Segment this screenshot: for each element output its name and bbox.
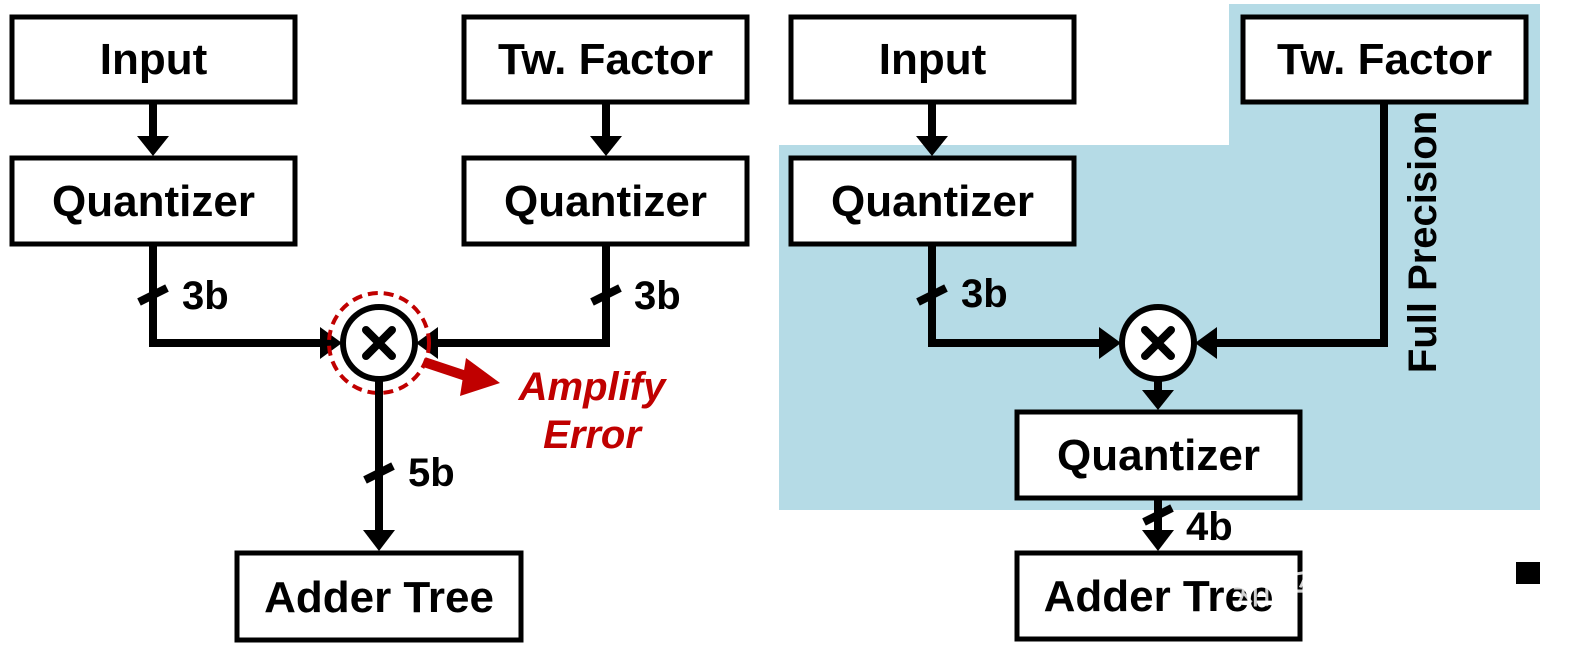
left-input-to-multiplier-wire [149, 244, 322, 347]
right-tw-factor-block: Tw. Factor [1240, 14, 1529, 105]
right-diagram: Input Quantizer Tw. Factor 3b Full Preci… [788, 14, 1529, 642]
left-diagram: Input Quantizer Tw. Factor Quantizer 3b … [9, 14, 750, 643]
right-quantizer-output-label: Quantizer [1057, 431, 1260, 480]
watermark-text: 知乎 @桔里猫 [1232, 568, 1485, 614]
right-adder-tree-label: Adder Tree [1044, 572, 1274, 621]
right-quantizer-input-label: Quantizer [831, 177, 1034, 226]
left-amplify-arrow-head [460, 358, 500, 396]
left-tw-factor-label: Tw. Factor [498, 35, 713, 84]
left-bus-slash-tw [590, 284, 622, 306]
left-multiplier-error-highlight [327, 291, 431, 395]
left-bits-input-label: 3b [182, 274, 229, 318]
left-tw-arrow-head [590, 136, 622, 156]
right-input-to-multiplier-arrow-head [1099, 327, 1121, 359]
right-multiply-icon [1141, 326, 1175, 360]
left-output-arrow-head [363, 530, 395, 551]
right-full-precision-label: Full Precision [1401, 111, 1445, 373]
left-adder-tree-label: Adder Tree [264, 573, 494, 622]
right-input-block: Input [788, 14, 1077, 105]
right-tw-to-multiplier-arrow-head [1195, 327, 1217, 359]
left-multiply-icon [362, 326, 396, 360]
right-adder-tree-block: Adder Tree [1014, 550, 1303, 642]
right-quantizer-output-block: Quantizer [1014, 409, 1303, 501]
shaded-region [779, 4, 1540, 510]
left-input-to-multiplier-arrow-head [320, 327, 342, 359]
left-input-arrow-head [137, 136, 169, 156]
left-adder-tree-block: Adder Tree [234, 550, 524, 643]
left-quantizer-tw-label: Quantizer [504, 177, 707, 226]
right-input-label: Input [879, 35, 987, 84]
right-multiplier-to-quantizer-arrow-head [1142, 390, 1174, 410]
right-bus-slash-output [1142, 504, 1174, 526]
left-amplify-label-line1: Amplify [518, 365, 667, 409]
left-amplify-label-line2: Error [543, 413, 643, 457]
left-tw-to-multiplier-wire [436, 244, 610, 347]
right-bus-slash-input [916, 284, 948, 306]
right-tw-factor-label: Tw. Factor [1277, 35, 1492, 84]
left-input-label: Input [100, 35, 208, 84]
left-bus-slash-output [363, 462, 395, 484]
left-bus-slash-input [137, 284, 169, 306]
right-tw-to-multiplier-wire [1215, 102, 1388, 347]
right-quantizer-input-block: Quantizer [788, 155, 1077, 247]
left-quantizer-input-block: Quantizer [9, 155, 298, 247]
right-bits-input-label: 3b [961, 272, 1008, 316]
left-input-block: Input [9, 14, 298, 105]
left-tw-factor-block: Tw. Factor [461, 14, 750, 105]
right-input-to-multiplier-wire [928, 244, 1101, 347]
left-quantizer-tw-block: Quantizer [461, 155, 750, 247]
right-output-arrow-head [1142, 530, 1174, 551]
left-bits-tw-label: 3b [634, 274, 681, 318]
right-input-arrow-head [916, 136, 948, 156]
left-quantizer-input-label: Quantizer [52, 177, 255, 226]
left-bits-output-label: 5b [408, 451, 455, 495]
watermark-corner-mark [1516, 562, 1540, 584]
right-bits-output-label: 4b [1186, 505, 1233, 549]
